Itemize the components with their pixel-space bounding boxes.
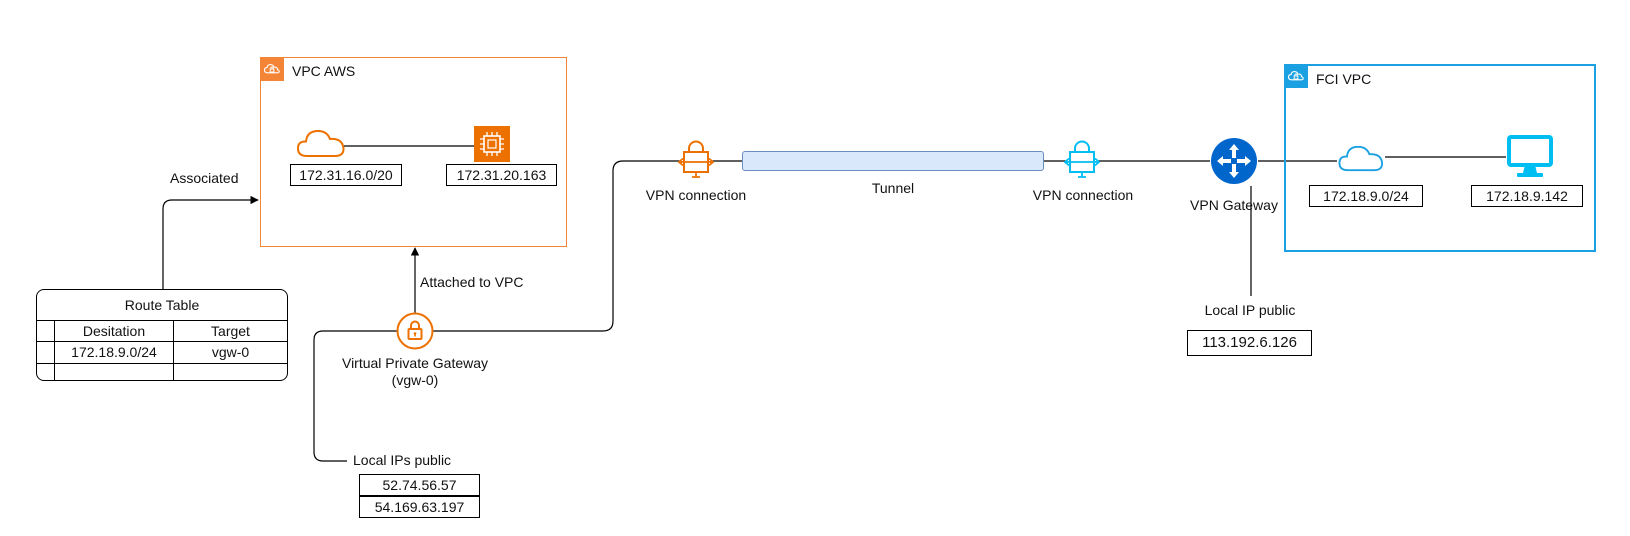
table-row: 172.18.9.0/24 vgw-0 bbox=[37, 342, 287, 364]
route-destination-cell bbox=[55, 364, 174, 380]
desktop-computer-icon bbox=[1507, 135, 1553, 177]
route-destination-cell: 172.18.9.0/24 bbox=[55, 342, 174, 363]
host-ip-fci: 172.18.9.142 bbox=[1471, 185, 1583, 207]
route-table: Route Table Desitation Target 172.18.9.0… bbox=[36, 289, 288, 381]
table-row bbox=[37, 364, 287, 380]
route-table-header-row: Desitation Target bbox=[37, 321, 287, 342]
vgw-public-ip: 54.169.63.197 bbox=[359, 496, 480, 518]
route-target-cell: vgw-0 bbox=[211, 344, 250, 360]
edge-label-attached: Attached to VPC bbox=[420, 274, 524, 290]
vpn-connection-left-label: VPN connection bbox=[645, 187, 747, 203]
route-table-header-target: Target bbox=[211, 323, 250, 339]
vpc-cloud-lock-icon bbox=[1284, 64, 1308, 88]
vpn-gateway-public-ip: 113.192.6.126 bbox=[1187, 330, 1312, 356]
edge-vgw-vpn bbox=[433, 160, 680, 332]
route-table-title: Route Table bbox=[37, 290, 287, 321]
fci-vpc-title: FCI VPC bbox=[1316, 71, 1372, 87]
vpn-tunnel bbox=[742, 151, 1044, 171]
vpn-gateway-label: VPN Gateway bbox=[1190, 197, 1278, 213]
vpn-connection-right-label: VPN connection bbox=[1032, 187, 1134, 203]
vpn-connection-icon bbox=[678, 140, 714, 178]
fci-vpc-group bbox=[1284, 64, 1596, 252]
edge-label-associated: Associated bbox=[170, 170, 239, 186]
vpc-aws-group bbox=[260, 57, 567, 247]
vgw-label-line1: Virtual Private Gateway bbox=[341, 355, 489, 371]
subnet-cidr-fci: 172.18.9.0/24 bbox=[1309, 185, 1423, 207]
instance-ip-aws: 172.31.20.163 bbox=[446, 164, 557, 186]
vpn-gateway-lock-icon bbox=[396, 312, 434, 350]
vpc-aws-title: VPC AWS bbox=[292, 63, 356, 79]
vgw-public-ip: 52.74.56.57 bbox=[359, 474, 480, 496]
route-target-cell bbox=[174, 364, 287, 380]
router-icon bbox=[1211, 138, 1257, 184]
vgw-public-ips-label: Local IPs public bbox=[353, 452, 452, 468]
cloud-icon bbox=[296, 129, 345, 157]
subnet-cidr-aws: 172.31.16.0/20 bbox=[290, 164, 402, 186]
vpn-connection-icon bbox=[1064, 140, 1100, 178]
edge-associated bbox=[162, 195, 259, 289]
vpn-gateway-public-ip-label: Local IP public bbox=[1204, 302, 1296, 318]
route-table-header-destination: Desitation bbox=[55, 321, 174, 341]
vpc-cloud-lock-icon bbox=[260, 57, 284, 81]
cloud-icon bbox=[1338, 145, 1384, 172]
edge-vgw-public-ips bbox=[313, 330, 397, 462]
ec2-instance-icon bbox=[474, 126, 510, 162]
tunnel-label: Tunnel bbox=[871, 180, 915, 196]
vgw-label-line2: (vgw-0) bbox=[391, 372, 439, 388]
